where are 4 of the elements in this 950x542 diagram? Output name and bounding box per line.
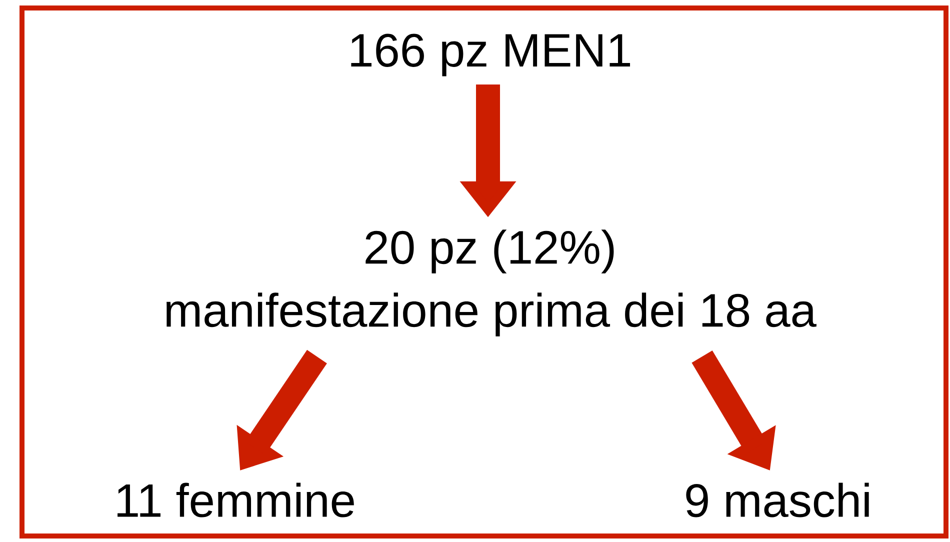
node-text: 166 pz MEN1 [351, 34, 630, 76]
node-text: 11 femmine [118, 482, 354, 518]
node-text: 20 pz (12%) manifestazione prima dei 18 aa [166, 230, 816, 336]
node-text: 9 maschi [686, 482, 869, 518]
